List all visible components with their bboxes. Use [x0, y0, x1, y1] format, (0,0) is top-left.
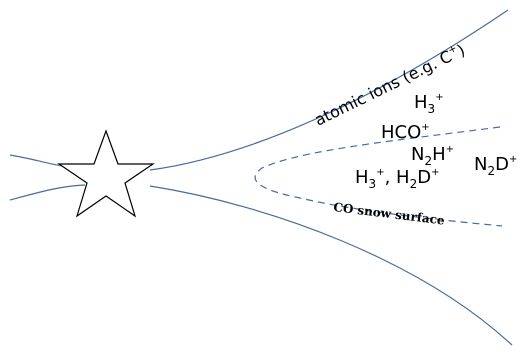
star-icon	[57, 129, 155, 218]
co-snow-surface-line	[254, 126, 503, 227]
label-co-snow-surface: CO snow surface	[333, 200, 446, 228]
disk-lower-surface	[9, 184, 513, 346]
label-h3-h2d-plus: H3+, H2D+	[355, 167, 439, 191]
label-atomic-ions: atomic ions (e.g. C+)	[311, 40, 468, 129]
label-n2h-plus: N2H+	[411, 144, 454, 168]
label-hco-plus: HCO+	[381, 122, 430, 143]
label-n2d-plus: N2D+	[474, 154, 517, 178]
label-h3-plus: H3+	[414, 92, 444, 116]
